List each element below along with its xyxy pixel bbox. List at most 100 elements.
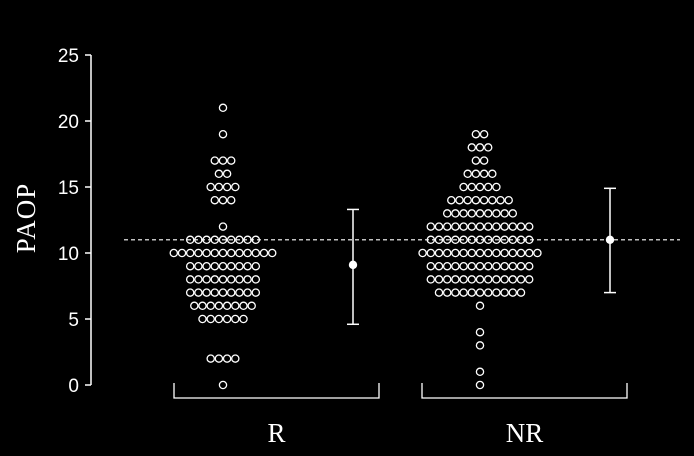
data-point xyxy=(516,222,526,231)
data-point xyxy=(488,169,497,179)
data-point xyxy=(500,248,509,258)
data-point xyxy=(185,235,195,245)
data-point xyxy=(218,129,228,139)
data-point xyxy=(467,261,477,271)
data-point xyxy=(194,235,203,245)
data-point xyxy=(442,222,452,231)
data-point xyxy=(418,248,427,258)
summary-bars xyxy=(347,187,616,326)
data-point xyxy=(475,261,485,271)
data-point xyxy=(471,156,481,165)
data-point xyxy=(226,288,236,297)
data-point xyxy=(442,248,452,258)
data-point xyxy=(504,195,513,205)
data-point xyxy=(492,275,501,284)
data-point xyxy=(492,261,501,271)
data-point xyxy=(194,261,203,271)
data-point xyxy=(459,248,468,258)
data-point xyxy=(451,209,460,218)
data-point xyxy=(483,143,493,152)
data-point xyxy=(500,275,509,284)
data-point xyxy=(202,248,211,258)
data-point xyxy=(483,182,493,192)
data-point xyxy=(214,301,224,311)
data-point xyxy=(483,288,493,297)
data-point xyxy=(442,261,452,271)
data-point xyxy=(235,288,244,297)
data-point xyxy=(210,248,220,258)
data-point xyxy=(483,235,493,245)
data-point xyxy=(185,248,195,258)
data-point xyxy=(533,248,542,258)
y-tick-label: 10 xyxy=(58,244,79,265)
data-point xyxy=(251,235,261,245)
data-point xyxy=(251,248,261,258)
data-point xyxy=(451,248,460,258)
data-point xyxy=(434,248,444,258)
data-point xyxy=(492,288,501,297)
data-point xyxy=(479,195,489,205)
data-point xyxy=(235,235,244,245)
data-point xyxy=(467,182,477,192)
data-point xyxy=(475,275,485,284)
data-point xyxy=(243,235,252,245)
data-point xyxy=(471,169,481,179)
data-point xyxy=(214,169,224,179)
data-point xyxy=(524,248,534,258)
data-point xyxy=(516,275,526,284)
data-point xyxy=(206,182,215,192)
data-point xyxy=(451,235,460,245)
data-point xyxy=(202,261,211,271)
data-point xyxy=(467,275,477,284)
data-point xyxy=(247,301,256,311)
data-point xyxy=(194,288,203,297)
data-point xyxy=(426,222,436,231)
data-point xyxy=(442,209,452,218)
data-point xyxy=(222,182,232,192)
data-point xyxy=(210,195,220,205)
data-point xyxy=(471,129,481,139)
data-point xyxy=(459,275,468,284)
data-point xyxy=(524,235,534,245)
data-point xyxy=(214,314,224,324)
data-point xyxy=(426,261,436,271)
data-point xyxy=(194,275,203,284)
data-point xyxy=(434,261,444,271)
data-point xyxy=(426,235,436,245)
data-point xyxy=(243,288,252,297)
data-point xyxy=(500,209,509,218)
data-point xyxy=(169,248,179,258)
data-point xyxy=(475,143,485,152)
data-point xyxy=(231,182,240,192)
data-point xyxy=(226,195,236,205)
data-point xyxy=(500,288,509,297)
data-point xyxy=(206,301,215,311)
data-point xyxy=(194,248,203,258)
data-point xyxy=(218,222,228,231)
data-point xyxy=(475,235,485,245)
data-point xyxy=(508,288,518,297)
data-point xyxy=(475,301,485,311)
data-point xyxy=(185,288,195,297)
data-point xyxy=(492,209,501,218)
data-point xyxy=(459,288,468,297)
data-point xyxy=(516,235,526,245)
data-point xyxy=(459,209,468,218)
data-point xyxy=(259,248,269,258)
data-point xyxy=(185,261,195,271)
data-point xyxy=(218,156,228,165)
data-point xyxy=(459,182,468,192)
data-point xyxy=(190,301,199,311)
category-label: NR xyxy=(506,418,544,448)
data-point xyxy=(475,327,485,337)
data-point xyxy=(451,222,460,231)
data-point xyxy=(467,143,477,152)
data-point xyxy=(524,275,534,284)
category-bracket xyxy=(421,383,628,399)
data-point xyxy=(451,288,460,297)
data-point xyxy=(185,275,195,284)
data-point xyxy=(475,367,485,377)
data-point xyxy=(210,261,220,271)
data-point xyxy=(467,248,477,258)
